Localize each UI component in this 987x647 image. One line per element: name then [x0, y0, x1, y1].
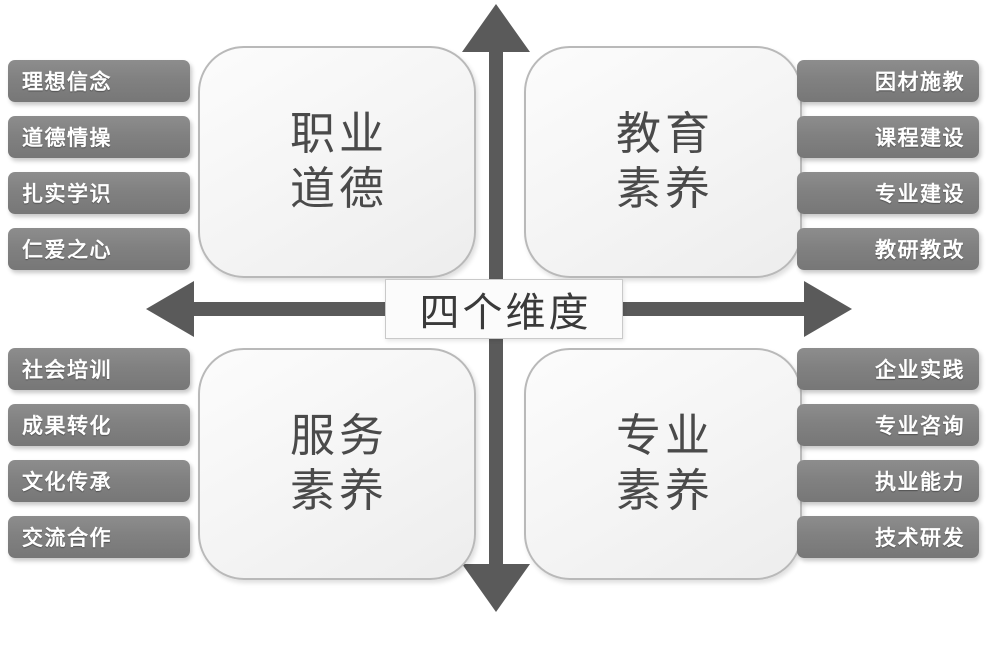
- tag-item[interactable]: 企业实践: [797, 348, 979, 390]
- arrow-left-icon: [146, 281, 194, 337]
- quadrant-service-literacy[interactable]: 服务 素养: [198, 348, 476, 580]
- quadrant-bl-line1: 服务: [289, 409, 388, 463]
- tag-item[interactable]: 课程建设: [797, 116, 979, 158]
- quadrant-tr-line1: 教育: [615, 107, 714, 161]
- quadrant-education-literacy[interactable]: 教育 素养: [524, 46, 802, 278]
- arrow-up-icon: [462, 4, 530, 52]
- tag-item[interactable]: 执业能力: [797, 460, 979, 502]
- tag-item[interactable]: 教研教改: [797, 228, 979, 270]
- tag-column-top-right: 因材施教 课程建设 专业建设 教研教改: [797, 60, 979, 270]
- quadrant-tl-line2: 道德: [289, 162, 388, 215]
- quadrant-tl-line1: 职业: [289, 107, 388, 161]
- tag-column-top-left: 理想信念 道德情操 扎实学识 仁爱之心: [8, 60, 190, 270]
- quadrant-professional-literacy[interactable]: 专业 素养: [524, 348, 802, 580]
- tag-item[interactable]: 技术研发: [797, 516, 979, 558]
- center-label-text: 四个维度: [419, 290, 592, 336]
- tag-column-bottom-right: 企业实践 专业咨询 执业能力 技术研发: [797, 348, 979, 558]
- tag-item[interactable]: 交流合作: [8, 516, 190, 558]
- arrow-down-icon: [462, 564, 530, 612]
- tag-item[interactable]: 专业建设: [797, 172, 979, 214]
- tag-item[interactable]: 道德情操: [8, 116, 190, 158]
- quadrant-professional-ethics[interactable]: 职业 道德: [198, 46, 476, 278]
- arrow-right-icon: [804, 281, 852, 337]
- tag-column-bottom-left: 社会培训 成果转化 文化传承 交流合作: [8, 348, 190, 558]
- center-dimension-label: 四个维度: [385, 279, 623, 339]
- quadrant-bl-line2: 素养: [289, 464, 388, 517]
- tag-item[interactable]: 社会培训: [8, 348, 190, 390]
- tag-item[interactable]: 文化传承: [8, 460, 190, 502]
- tag-item[interactable]: 专业咨询: [797, 404, 979, 446]
- tag-item[interactable]: 因材施教: [797, 60, 979, 102]
- tag-item[interactable]: 成果转化: [8, 404, 190, 446]
- tag-item[interactable]: 扎实学识: [8, 172, 190, 214]
- quadrant-br-line1: 专业: [615, 409, 714, 463]
- tag-item[interactable]: 理想信念: [8, 60, 190, 102]
- tag-item[interactable]: 仁爱之心: [8, 228, 190, 270]
- quadrant-br-line2: 素养: [615, 464, 714, 517]
- quadrant-tr-line2: 素养: [615, 162, 714, 215]
